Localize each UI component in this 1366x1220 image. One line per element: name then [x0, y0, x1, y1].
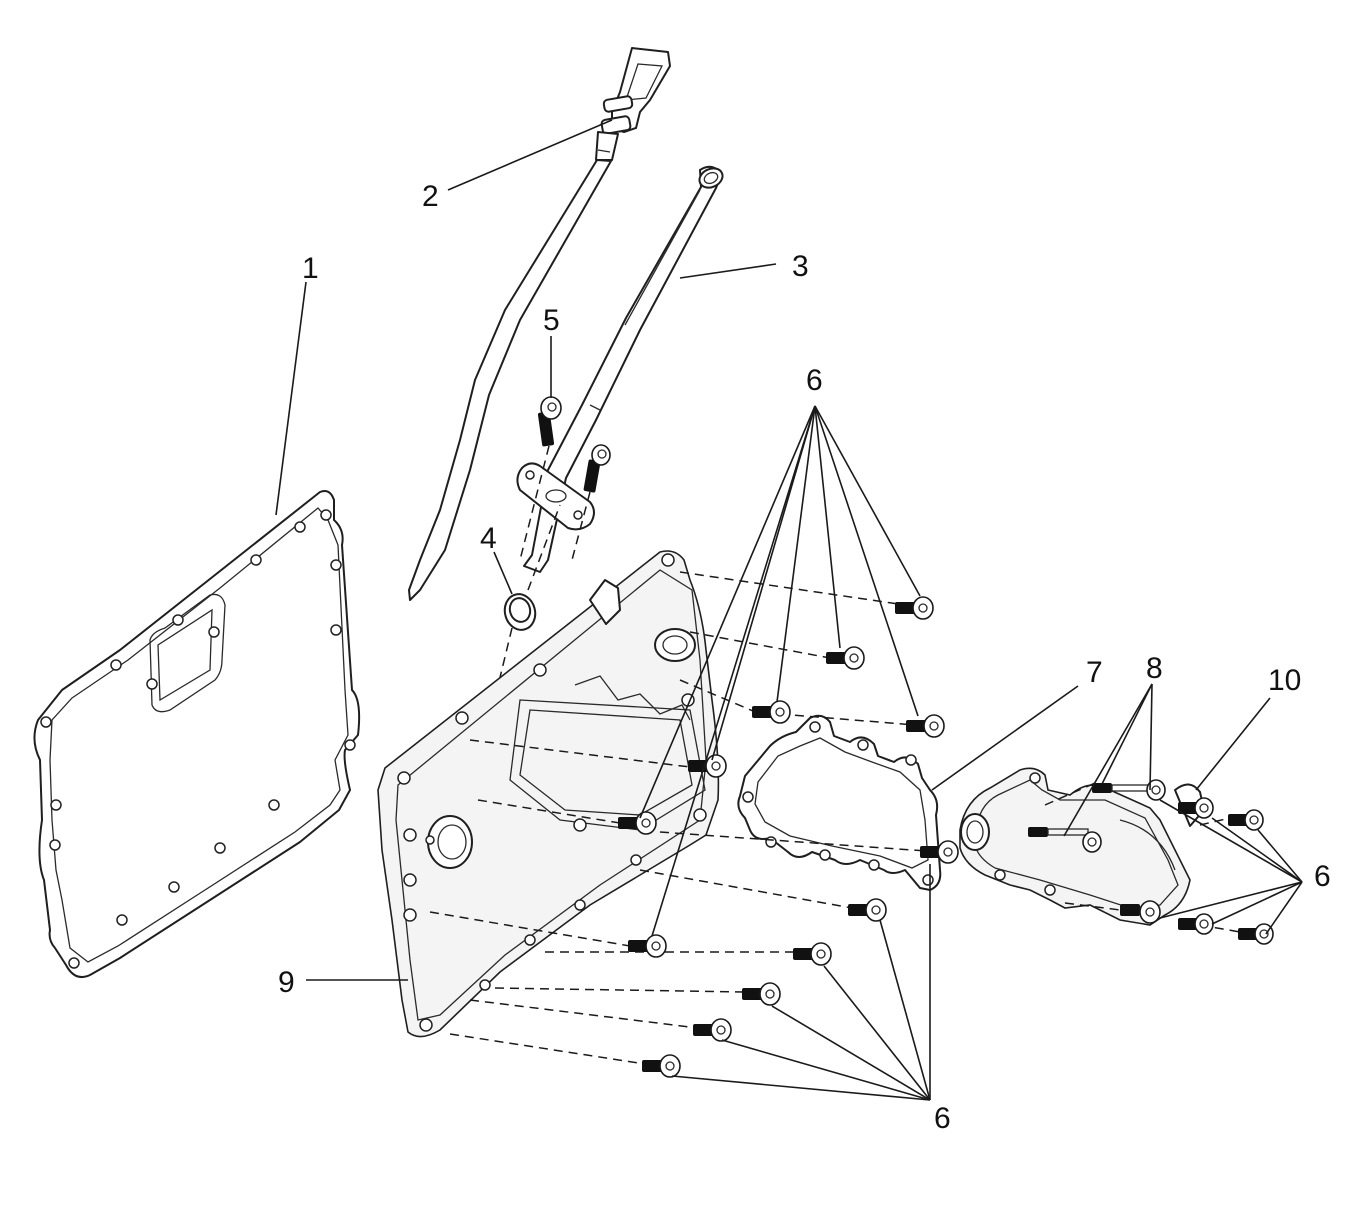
- assembly-dash-lines: [429, 571, 1241, 1065]
- callout-2: 2: [422, 180, 439, 213]
- bolt-6-i: [628, 934, 667, 958]
- bolt-6-d: [906, 714, 945, 738]
- bolt-8-b: [1028, 827, 1102, 853]
- callout-10: 10: [1268, 664, 1301, 697]
- callout-3: 3: [792, 250, 809, 283]
- callout-6-right: 6: [1314, 860, 1331, 893]
- callout-8: 8: [1146, 652, 1163, 685]
- gasket-part-7: [737, 714, 942, 891]
- bolt-6-p: [1178, 913, 1214, 935]
- bolt-6-q: [1238, 923, 1274, 945]
- callout-7: 7: [1086, 656, 1103, 689]
- callout-labels: 1 2 3 4 5 6 6 6 7 8 9 10: [278, 180, 1331, 1135]
- bolt-6-c: [752, 700, 791, 724]
- bolt-6-g: [920, 840, 959, 864]
- bolt-5a: [537, 396, 562, 447]
- bolt-6-n: [1178, 797, 1214, 819]
- bolt-6-o: [1228, 809, 1264, 831]
- bolt-6-m: [642, 1054, 681, 1078]
- callout-5: 5: [543, 304, 560, 337]
- bolt-6-e: [688, 754, 727, 778]
- bolts-part-5: [519, 396, 611, 561]
- bolts-part-8: [1028, 779, 1166, 924]
- bolt-6-j: [793, 942, 832, 966]
- callout-6-bottom: 6: [934, 1102, 951, 1135]
- cover-housing-part-9: [377, 550, 720, 1038]
- dipstick-tube-part-3: [516, 165, 724, 573]
- bolt-6-h: [848, 898, 887, 922]
- small-cover-part-10: [959, 767, 1205, 926]
- gasket-part-1: [33, 490, 361, 978]
- bolt-6-l: [693, 1018, 732, 1042]
- bolt-8-c: [1120, 900, 1161, 924]
- dipstick-part-2: [408, 47, 671, 601]
- bolt-5b: [583, 444, 611, 493]
- bolt-6-b: [826, 646, 865, 670]
- bolt-6-k: [742, 982, 781, 1006]
- bolt-6-a: [895, 596, 934, 620]
- bolts-part-6: [618, 596, 1274, 1078]
- callout-6-top: 6: [806, 364, 823, 397]
- callout-9: 9: [278, 966, 295, 999]
- callout-1: 1: [302, 252, 319, 285]
- bolt-8-a: [1092, 779, 1166, 801]
- callout-4: 4: [480, 522, 497, 555]
- leader-lines: [275, 119, 1303, 1101]
